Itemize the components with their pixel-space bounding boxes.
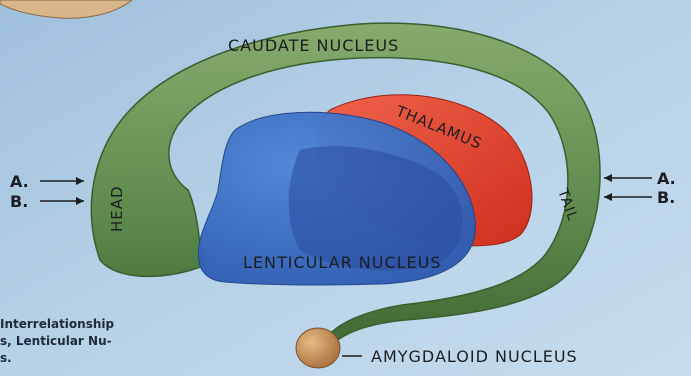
right-arrow-b-label: B. — [657, 188, 675, 207]
caption-line: s, Lenticular Nu- — [0, 333, 150, 350]
lenticular-nucleus-label: LENTICULAR NUCLEUS — [243, 253, 442, 272]
head-label: HEAD — [108, 185, 126, 232]
amygdaloid-nucleus-label: AMYGDALOID NUCLEUS — [371, 347, 578, 366]
caudate-nucleus-label: CAUDATE NUCLEUS — [228, 36, 399, 55]
left-arrow-a-label: A. — [10, 172, 29, 191]
left-arrow-b-label: B. — [10, 192, 28, 211]
amygdaloid-nucleus — [296, 328, 340, 368]
figure-caption: Interrelationship s, Lenticular Nu- s. — [0, 316, 150, 367]
right-arrow-a-label: A. — [657, 169, 676, 188]
caption-line: s. — [0, 350, 150, 367]
caption-line: Interrelationship — [0, 316, 150, 333]
